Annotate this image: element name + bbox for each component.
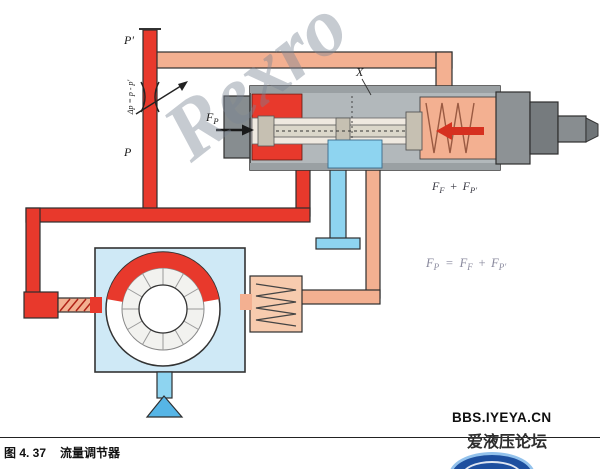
pump-pressure-zone — [106, 252, 220, 302]
passage-hatch — [59, 298, 71, 312]
pump-inlet-stub — [90, 297, 102, 313]
compensator-spring — [255, 283, 297, 327]
fp-force-arrow — [216, 124, 254, 136]
label-ff-plus-fp: FF+FP' — [431, 179, 477, 195]
label-delta-p: Δp = p - p' — [126, 79, 135, 115]
throttle-valve-symbol — [135, 81, 188, 115]
valve-drain-chamber — [327, 139, 383, 169]
flow-control-valve — [223, 85, 599, 171]
forum-logo — [449, 452, 535, 469]
throttle-arrowhead — [178, 81, 188, 91]
passage-hatch — [67, 298, 79, 312]
label-port-p: P — [123, 145, 132, 159]
pipe-suction — [156, 371, 173, 399]
figure-title: 流量调节器 — [60, 446, 121, 460]
pipe-p-horizontal — [25, 207, 311, 223]
pipe-pilot-vertical — [365, 163, 381, 299]
pump-outlet-block — [23, 291, 59, 319]
spring-force-arrow — [436, 122, 484, 140]
x-leader-line — [361, 78, 372, 96]
adjuster-stem — [557, 115, 587, 143]
valve-spring — [425, 102, 475, 154]
pump-rotor-bore — [138, 284, 188, 334]
spool-right-piston — [405, 111, 423, 151]
hydraulic-diagram: Rexro P' P X Δp = p - p' FP FF+FP' FP=FF… — [23, 0, 599, 418]
equation-fp: FP=FF+FP' — [425, 256, 507, 272]
figure-number: 图 4. 37 — [4, 446, 47, 460]
pipe-drain-vertical — [329, 163, 347, 243]
pipe-pilot-horizontal — [297, 289, 381, 305]
forum-logo-ring — [462, 461, 522, 469]
adjuster-housing — [495, 91, 531, 165]
compensator-spring-box — [249, 275, 303, 333]
suction-line — [145, 371, 184, 418]
tank-arrow-icon — [145, 395, 184, 418]
label-fp: FP — [205, 110, 219, 126]
figure-caption: 图 4. 37 流量调节器 — [4, 444, 120, 461]
pipe-p-left-vertical — [25, 207, 41, 297]
passage-hatch — [75, 298, 87, 312]
pipe-p-vertical — [142, 29, 158, 221]
figure-divider — [0, 437, 600, 438]
site-url: BBS.IYEYA.CN — [452, 410, 552, 425]
drain-tank-bar — [315, 237, 361, 250]
label-port-p-prime: P' — [123, 33, 134, 47]
vane-pump — [90, 247, 252, 373]
forum-name: 爱液压论坛 — [467, 434, 548, 451]
adjuster-end — [585, 117, 599, 143]
label-pilot-x: X — [355, 65, 364, 79]
pump-comp-stub — [240, 294, 252, 310]
adjuster-nut — [529, 101, 559, 155]
